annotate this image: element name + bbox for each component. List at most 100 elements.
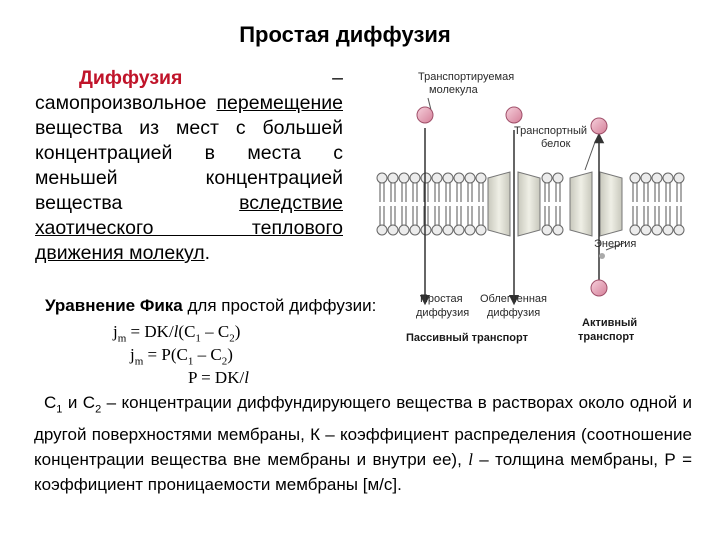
lipid-tail bbox=[380, 206, 384, 225]
definition-dash: – bbox=[332, 67, 343, 89]
lipid-head bbox=[674, 225, 684, 235]
variables-description: C1 и C2 – концентрации диффундирующего в… bbox=[34, 390, 692, 497]
lipid-head bbox=[630, 173, 640, 183]
lipid-tail bbox=[413, 206, 417, 225]
page-title: Простая диффузия bbox=[0, 22, 690, 48]
lipid-head bbox=[553, 225, 563, 235]
lipid-head bbox=[663, 173, 673, 183]
lipid-tail bbox=[655, 183, 659, 202]
lipid-tail bbox=[380, 183, 384, 202]
lipid-head bbox=[476, 225, 486, 235]
lipid-tail bbox=[391, 183, 395, 202]
lipid-tail bbox=[677, 183, 681, 202]
lipid-head bbox=[465, 173, 475, 183]
lipid-tail bbox=[633, 183, 637, 202]
lipid-tail bbox=[468, 206, 472, 225]
lipid-tail bbox=[655, 206, 659, 225]
lipid-head bbox=[542, 173, 552, 183]
lipid-head bbox=[476, 173, 486, 183]
fick-equation-1: jm = DK/l(C1 – C2) bbox=[113, 322, 240, 344]
desc-c1: C bbox=[44, 393, 56, 412]
lipid-head bbox=[641, 173, 651, 183]
fick-equation-2: jm = P(C1 – C2) bbox=[130, 345, 233, 367]
lipid-tail bbox=[479, 183, 483, 202]
lipid-tail bbox=[435, 183, 439, 202]
desc-c2: C bbox=[83, 393, 95, 412]
definition-end: . bbox=[205, 242, 210, 264]
lipid-head bbox=[421, 225, 431, 235]
fick-heading-bold: Уравнение Фика bbox=[45, 296, 183, 315]
transport-protein-facilitated-right bbox=[518, 172, 540, 236]
definition-line1: самопроизвольное bbox=[35, 92, 206, 114]
energy-molecule bbox=[599, 253, 605, 259]
lipid-head bbox=[432, 225, 442, 235]
eq2-c2: – C bbox=[193, 345, 221, 364]
lipid-head bbox=[443, 225, 453, 235]
transported-molecule-top-facilitated bbox=[506, 107, 522, 123]
transport-protein-active-left bbox=[570, 172, 592, 236]
label-molecule-line2: молекула bbox=[429, 84, 479, 96]
lipid-head bbox=[630, 225, 640, 235]
transported-molecule-bottom-active bbox=[591, 280, 607, 296]
lipid-tail bbox=[457, 183, 461, 202]
lipid-head bbox=[421, 173, 431, 183]
lipid-tail bbox=[556, 206, 560, 225]
label-simple-line1: Простая bbox=[420, 293, 463, 305]
lipid-tail bbox=[468, 183, 472, 202]
eq1-close: ) bbox=[235, 322, 241, 341]
lipid-tail bbox=[677, 206, 681, 225]
transport-protein-facilitated-left bbox=[488, 172, 510, 236]
lipid-tail bbox=[391, 206, 395, 225]
lipid-head bbox=[454, 173, 464, 183]
lipid-head bbox=[542, 225, 552, 235]
diffusion-definition: Диффузия – самопроизвольное перемещение … bbox=[35, 66, 343, 266]
lipid-tail bbox=[446, 183, 450, 202]
lipid-tail bbox=[479, 206, 483, 225]
protein-callout-line bbox=[585, 142, 595, 170]
lipid-tail bbox=[666, 206, 670, 225]
eq3-p: P = DK/ bbox=[188, 368, 244, 387]
definition-term: Диффузия bbox=[79, 67, 182, 89]
eq3-l: l bbox=[244, 368, 249, 387]
lipid-head bbox=[652, 173, 662, 183]
lipid-head bbox=[641, 225, 651, 235]
label-passive-transport: Пассивный транспорт bbox=[406, 332, 529, 344]
label-active-line2: транспорт bbox=[578, 331, 635, 343]
transport-protein-active-right bbox=[600, 172, 622, 236]
lipid-tail bbox=[556, 183, 560, 202]
fick-equation-3: P = DK/l bbox=[188, 368, 249, 388]
label-energy: Энергия bbox=[594, 238, 636, 250]
transported-molecule-top-simple bbox=[417, 107, 433, 123]
lipid-head bbox=[388, 173, 398, 183]
lipid-head bbox=[377, 225, 387, 235]
eq1-dk: = DK/ bbox=[126, 322, 173, 341]
lipid-head bbox=[377, 173, 387, 183]
lipid-head bbox=[553, 173, 563, 183]
label-simple-line2: диффузия bbox=[416, 307, 469, 319]
lipid-tail bbox=[545, 206, 549, 225]
lipid-head bbox=[465, 225, 475, 235]
lipid-head bbox=[652, 225, 662, 235]
lipid-tail bbox=[446, 206, 450, 225]
lipid-tail bbox=[413, 183, 417, 202]
lipid-head bbox=[663, 225, 673, 235]
lipid-head bbox=[674, 173, 684, 183]
lipid-tail bbox=[545, 183, 549, 202]
transported-molecule-top-active bbox=[591, 118, 607, 134]
eq1-c2: – C bbox=[201, 322, 229, 341]
desc-and: и bbox=[62, 393, 82, 412]
lipid-tail bbox=[666, 183, 670, 202]
fick-heading-rest: для простой диффузии: bbox=[183, 296, 377, 315]
lipid-head bbox=[399, 173, 409, 183]
membrane-transport-diagram: Транспортируемая молекула Транспортный б… bbox=[370, 50, 695, 350]
lipid-tail bbox=[457, 206, 461, 225]
lipid-head bbox=[388, 225, 398, 235]
lipid-tail bbox=[633, 206, 637, 225]
eq2-close: ) bbox=[227, 345, 233, 364]
label-facilitated-line2: диффузия bbox=[487, 307, 540, 319]
eq1-c1: (C bbox=[178, 322, 195, 341]
lipid-head bbox=[443, 173, 453, 183]
fick-equation-heading: Уравнение Фика для простой диффузии: bbox=[45, 296, 376, 316]
eq2-p: = P(C bbox=[143, 345, 188, 364]
label-protein-line2: белок bbox=[541, 138, 571, 150]
